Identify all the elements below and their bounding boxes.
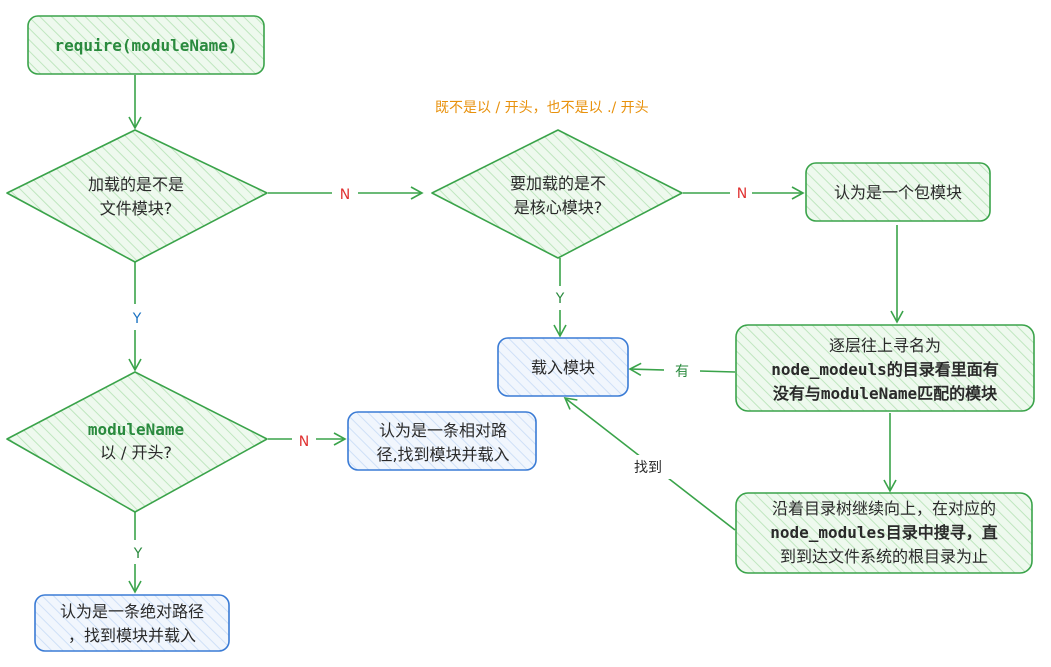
node-relative-path: 认为是一条相对路 径,找到模块并载入 bbox=[347, 411, 537, 471]
label-bg bbox=[126, 540, 148, 564]
node-is-core-line1: 要加载的是不 bbox=[510, 174, 606, 193]
node-walk-up-line1: 沿着目录树继续向上，在对应的 bbox=[772, 499, 996, 518]
node-load-label: 载入模块 bbox=[531, 358, 595, 377]
label-bg bbox=[332, 181, 358, 205]
node-is-file-line2: 文件模块? bbox=[100, 199, 173, 218]
node-absolute-path: 认为是一条绝对路径 ，找到模块并载入 bbox=[34, 594, 230, 652]
note-not-slash: 既不是以 / 开头，也不是以 ./ 开头 bbox=[435, 100, 649, 116]
node-is-slash-line1: moduleName bbox=[88, 420, 184, 439]
label-bg bbox=[664, 360, 700, 382]
label-bg bbox=[730, 182, 752, 204]
node-is-file-line1: 加载的是不是 bbox=[88, 175, 184, 194]
node-relative-line1: 认为是一条相对路 bbox=[379, 421, 507, 440]
node-package: 认为是一个包模块 bbox=[805, 162, 991, 222]
node-is-file-decision: 加载的是不是 文件模块? bbox=[6, 129, 268, 263]
edge-label-y: Y bbox=[555, 291, 565, 307]
node-relative-line2: 径,找到模块并载入 bbox=[376, 445, 509, 464]
edge-label-n: N bbox=[299, 434, 309, 450]
edge-label-n: N bbox=[737, 186, 747, 202]
node-absolute-line1: 认为是一条绝对路径 bbox=[60, 602, 204, 621]
label-bg bbox=[126, 304, 148, 330]
edge-label-y: Y bbox=[133, 546, 143, 562]
node-lookup-line2: node_modeuls的目录看里面有 bbox=[771, 360, 999, 379]
node-lookup-line1: 逐层往上寻名为 bbox=[829, 336, 941, 355]
edge-label-has: 有 bbox=[675, 364, 689, 380]
node-is-core-line2: 是核心模块? bbox=[514, 198, 603, 217]
node-start: require(moduleName) bbox=[27, 15, 265, 75]
node-lookup: 逐层往上寻名为 node_modeuls的目录看里面有 没有与moduleNam… bbox=[735, 324, 1035, 412]
node-is-slash-line2: 以 / 开头? bbox=[100, 443, 172, 462]
node-start-label: require(moduleName) bbox=[54, 36, 237, 55]
node-lookup-line3: 没有与moduleName匹配的模块 bbox=[773, 384, 998, 403]
node-absolute-line2: ，找到模块并载入 bbox=[68, 626, 196, 645]
edge-label-n: N bbox=[340, 187, 350, 203]
label-bg bbox=[624, 455, 672, 479]
node-is-slash-decision: moduleName 以 / 开头? bbox=[6, 371, 268, 513]
node-is-core-decision: 要加载的是不 是核心模块? bbox=[431, 129, 683, 259]
node-load-module: 载入模块 bbox=[497, 337, 629, 397]
node-walk-up-line2: node_modules目录中搜寻，直 bbox=[770, 523, 998, 542]
label-bg bbox=[292, 430, 316, 452]
edge-label-y: Y bbox=[132, 311, 142, 327]
node-package-label: 认为是一个包模块 bbox=[834, 183, 962, 202]
node-walk-up-line3: 到到达文件系统的根目录为止 bbox=[780, 547, 988, 566]
edge-label-found: 找到 bbox=[634, 460, 662, 476]
label-bg bbox=[548, 286, 572, 310]
node-walk-up: 沿着目录树继续向上，在对应的 node_modules目录中搜寻，直 到到达文件… bbox=[735, 492, 1033, 574]
